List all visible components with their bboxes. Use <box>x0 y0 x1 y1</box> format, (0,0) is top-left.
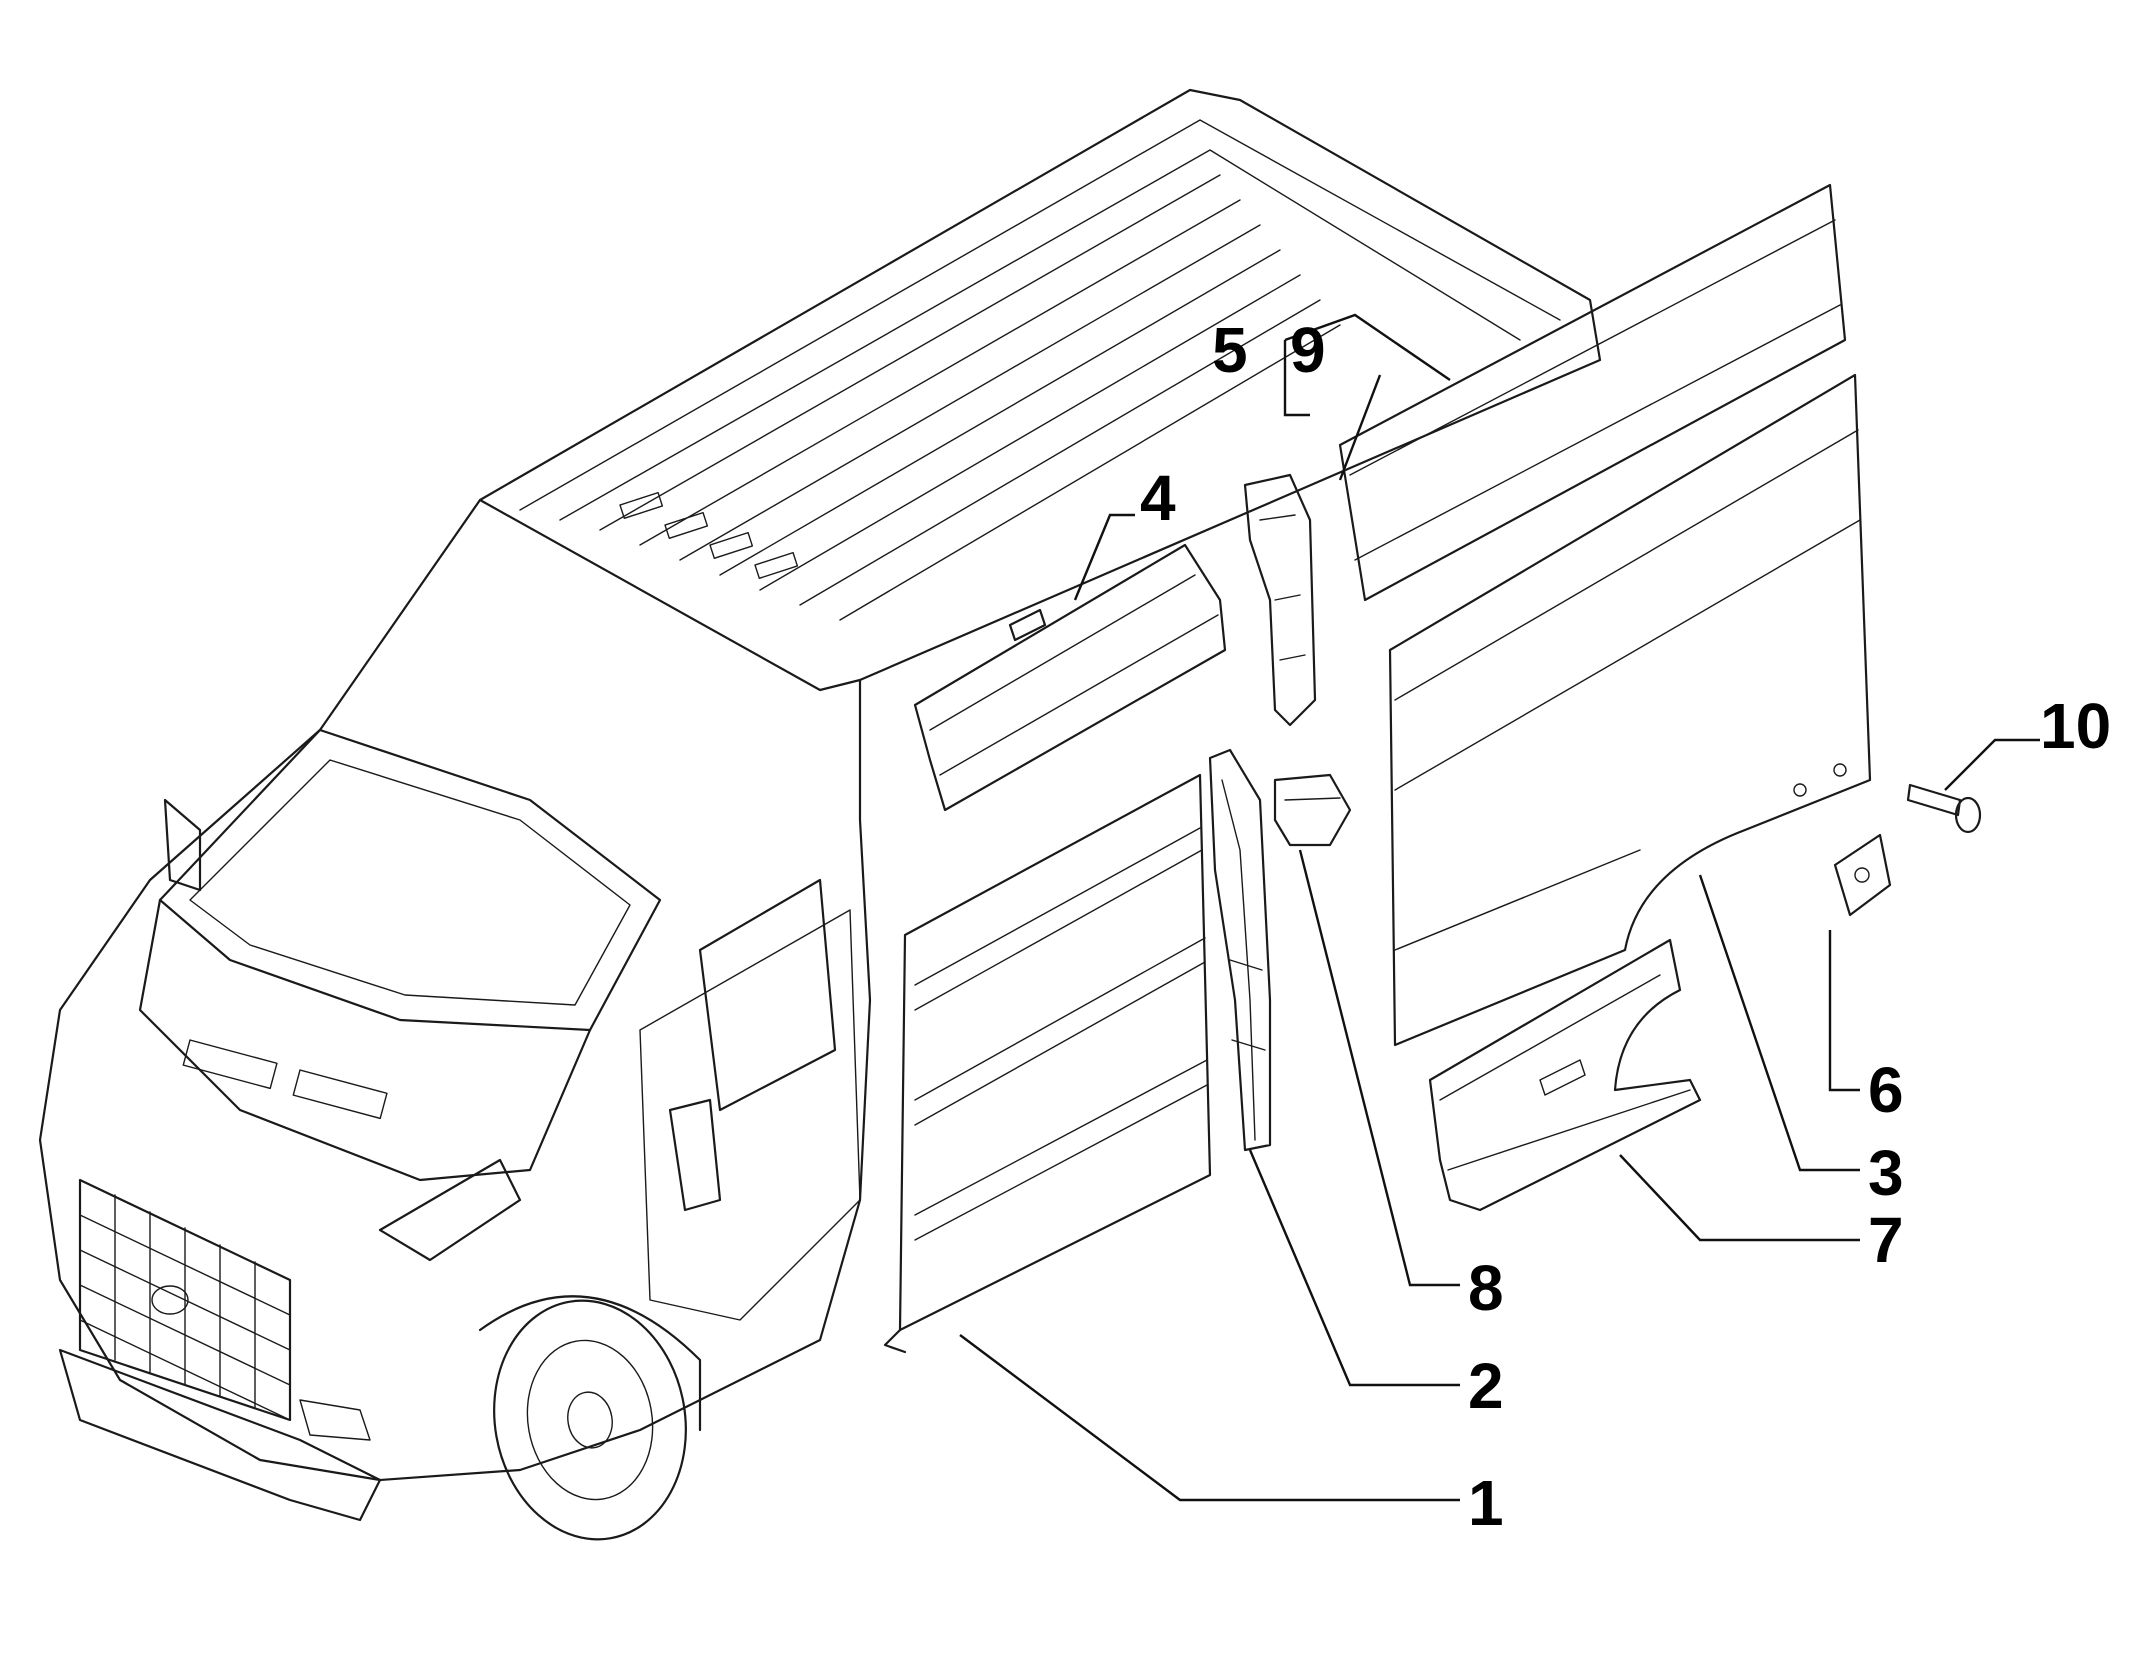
left-mirror <box>163 798 202 892</box>
part-9-pillar-bracket <box>1243 473 1317 727</box>
grille <box>78 1178 292 1422</box>
part-4-upper-trim-panel <box>913 543 1227 812</box>
cab-door <box>639 909 861 1321</box>
part-6-plate <box>1833 833 1892 917</box>
part-8-bracket <box>1273 773 1352 847</box>
callout-1: 1 <box>1468 1467 1504 1539</box>
callout-5: 5 <box>1212 314 1248 386</box>
front-wheel <box>478 1295 702 1541</box>
headlight <box>378 1158 522 1262</box>
van-roof <box>478 88 1602 692</box>
part-10-bolt <box>1906 783 1982 834</box>
callout-4: 4 <box>1140 462 1176 534</box>
roof-vents <box>619 491 799 580</box>
callout-7: 7 <box>1868 1204 1904 1276</box>
front-bumper <box>58 1348 382 1522</box>
part-7-sill-panel <box>1428 938 1702 1212</box>
callout-3: 3 <box>1868 1137 1904 1209</box>
side-window <box>698 878 837 1112</box>
hood-vents <box>182 1039 388 1120</box>
hood <box>138 898 592 1182</box>
callout-10: 10 <box>2040 690 2111 762</box>
callout-labels: 1 2 3 4 5 6 7 8 9 10 <box>1140 314 2111 1539</box>
badge-emblem <box>151 1285 189 1315</box>
leader-lines <box>959 313 2040 1502</box>
callout-6: 6 <box>1868 1054 1904 1126</box>
van-cab <box>38 498 872 1482</box>
roof-ribs <box>599 174 1341 621</box>
callout-8: 8 <box>1468 1252 1504 1324</box>
callout-2: 2 <box>1468 1350 1504 1422</box>
windshield <box>158 728 662 1032</box>
part-2-pillar <box>1208 748 1272 1152</box>
van-illustration <box>38 88 1602 1541</box>
callout-9: 9 <box>1290 314 1326 386</box>
part-1-front-side-panel <box>883 773 1212 1354</box>
part-3-rear-side-panel <box>1338 183 1872 1047</box>
right-mirror <box>668 1098 722 1212</box>
